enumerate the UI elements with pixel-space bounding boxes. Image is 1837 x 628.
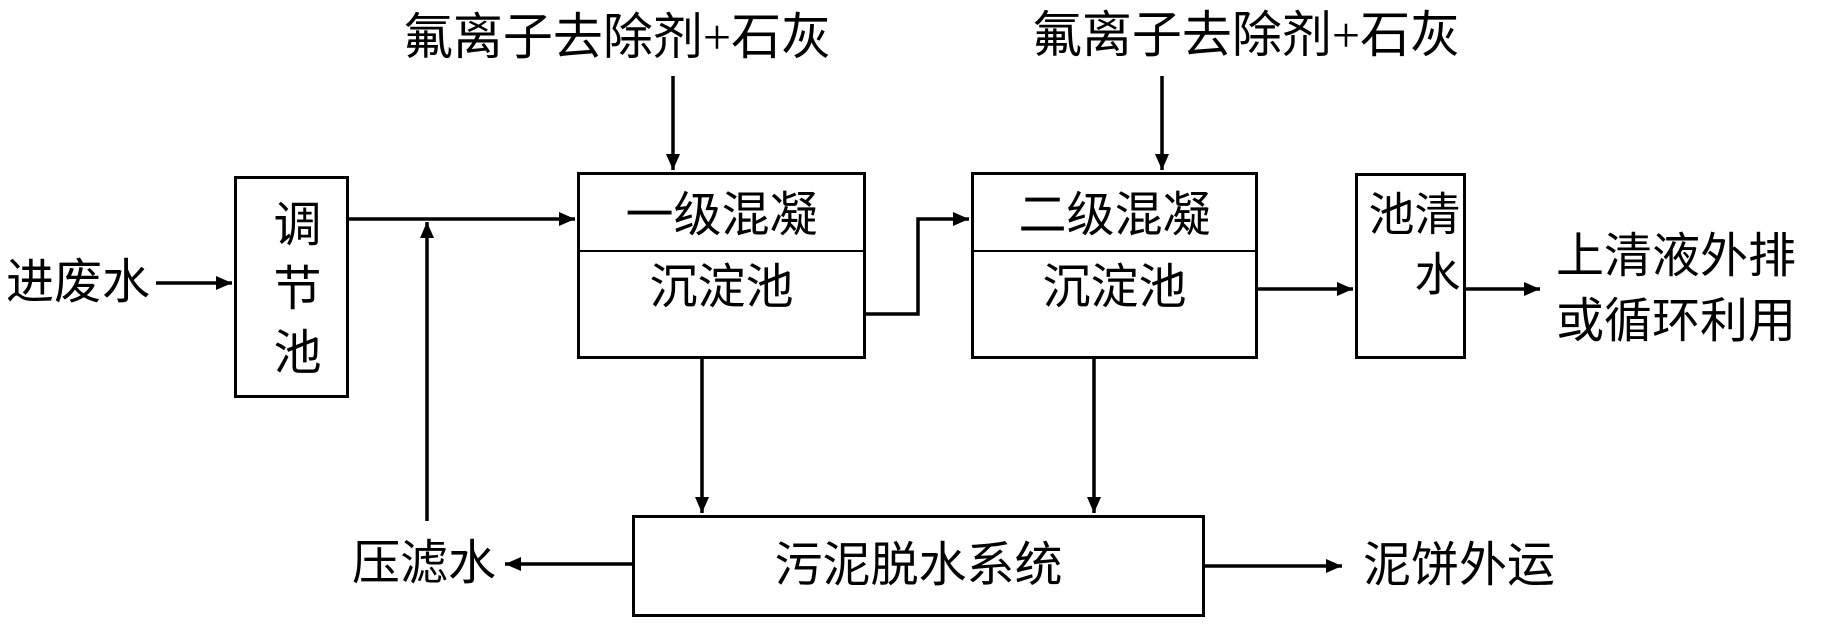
clear-water-tank-label: 清水池 — [1362, 190, 1460, 310]
secondary-coagulation-tank-box: 二级混凝 沉淀池 — [971, 172, 1258, 359]
sludge-cake-label: 泥饼外运 — [1363, 539, 1556, 592]
reagent-label-primary: 氟离子去除剂+石灰 — [402, 9, 832, 65]
primary-coagulation-tank-box: 一级混凝 沉淀池 — [577, 172, 866, 359]
regulating-tank-label: 调节池 — [265, 199, 319, 391]
sludge-dewatering-label: 污泥脱水系统 — [774, 539, 1063, 592]
regulating-tank-box: 调节池 — [234, 176, 349, 398]
primary-coagulation-label: 一级混凝 — [580, 175, 863, 252]
sludge-dewatering-box: 污泥脱水系统 — [632, 515, 1205, 617]
primary-to-secondary-arrow — [866, 212, 969, 316]
clear-water-tank-box: 清水池 — [1355, 173, 1466, 359]
effluent-label-line1: 上清液外排 — [1556, 230, 1797, 283]
influent-label: 进废水 — [6, 256, 151, 309]
reagent-label-secondary: 氟离子去除剂+石灰 — [1031, 7, 1461, 63]
effluent-label-line2: 或循环利用 — [1556, 295, 1797, 348]
secondary-coagulation-label: 二级混凝 — [974, 175, 1255, 252]
primary-sedimentation-label: 沉淀池 — [649, 261, 794, 314]
secondary-sedimentation-label: 沉淀池 — [1042, 261, 1187, 314]
filtrate-label: 压滤水 — [351, 537, 497, 590]
